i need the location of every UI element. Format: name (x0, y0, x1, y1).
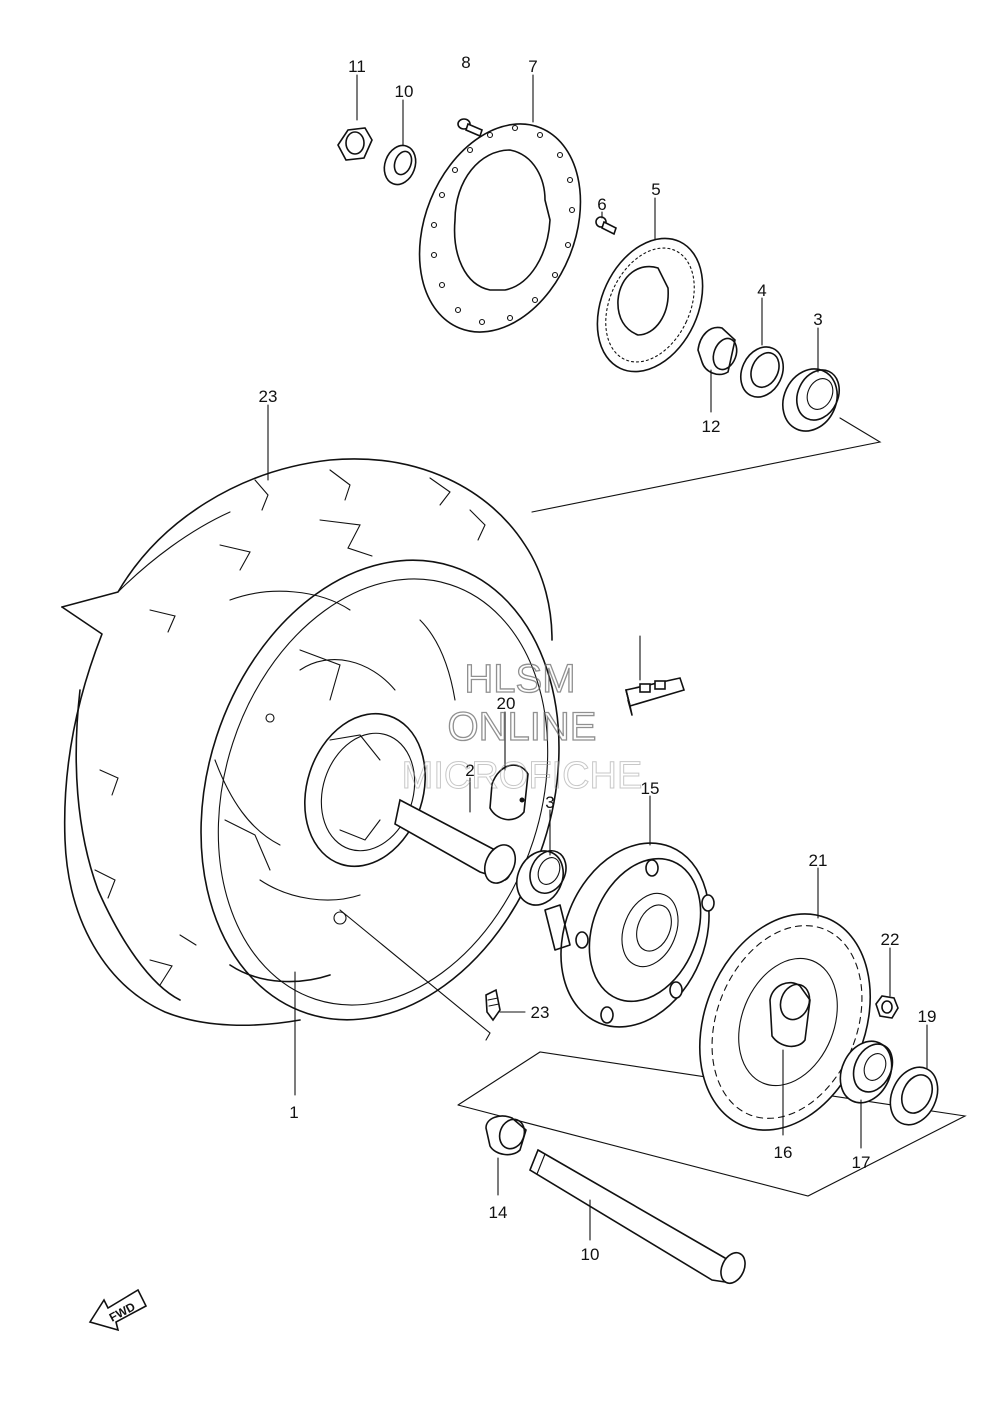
bearing-3-lower (516, 850, 567, 906)
axle-sleeve (394, 798, 517, 884)
washer-10 (383, 144, 417, 186)
damper-18 (489, 764, 529, 821)
rear-wheel-rim (200, 559, 560, 1021)
callout-14: 15 (641, 779, 660, 798)
callout-17: 19 (918, 1007, 937, 1026)
watermark: HLSM ONLINE MICROFICHE (401, 656, 643, 797)
sprocket-carrier (544, 842, 715, 1028)
callout-3-lower: 3 (545, 793, 554, 812)
bearing-16 (839, 1040, 894, 1104)
callout-10: 10 (395, 82, 414, 101)
watermark-line-2: ONLINE (448, 705, 597, 749)
callout-22: 23 (531, 1003, 550, 1022)
leader-lines (267, 74, 928, 1241)
callout-15: 16 (774, 1143, 793, 1162)
bearing-3-upper (782, 368, 840, 432)
seal-4 (740, 346, 784, 398)
spacer-13 (485, 1115, 527, 1156)
callout-11: 11 (348, 57, 366, 76)
collar-12 (697, 326, 738, 376)
rotor-bolt-6 (595, 216, 617, 236)
carrier-studs (575, 859, 715, 1024)
callout-13: 14 (489, 1203, 508, 1222)
callout-2: 2 (465, 761, 474, 780)
sprocket-nut-20 (875, 995, 899, 1019)
callout-4: 4 (757, 281, 766, 300)
disc-holes (430, 124, 576, 326)
callout-18: 20 (497, 694, 516, 713)
callout-7: 7 (528, 57, 537, 76)
callout-9: 10 (581, 1245, 600, 1264)
balance-weight (625, 677, 686, 716)
callout-3-upper: 3 (813, 310, 822, 329)
seal-17 (889, 1066, 939, 1126)
watermark-line-3: MICROFICHE (402, 755, 643, 797)
callout-5: 5 (651, 180, 660, 199)
watermark-line-1: HLSM (464, 657, 575, 701)
rear-tire (61, 458, 553, 1027)
nut-11 (337, 127, 373, 161)
sprocket-bush-15 (769, 981, 811, 1048)
disc-bolt-8 (457, 118, 483, 138)
bracket-upper (531, 417, 882, 513)
callout-19: 21 (809, 851, 828, 870)
tire-valve (485, 988, 501, 1022)
callout-8: 8 (461, 53, 470, 72)
callout-12: 12 (702, 417, 721, 436)
callout-6: 6 (597, 195, 606, 214)
callout-21: 23 (259, 387, 278, 406)
callout-20: 22 (881, 930, 900, 949)
forward-arrow-icon: FWD (88, 1288, 148, 1332)
sensor-rotor (596, 237, 704, 373)
bracket-valve (339, 909, 491, 1041)
bracket-lower (457, 1051, 967, 1197)
brake-disc (418, 123, 582, 333)
callout-1: 1 (289, 1103, 298, 1122)
rear-axle (529, 1148, 746, 1285)
callout-16: 17 (852, 1153, 871, 1172)
callout-labels: 11 10 8 7 6 5 4 3 12 23 20 2 3 15 21 22 … (259, 53, 937, 1264)
